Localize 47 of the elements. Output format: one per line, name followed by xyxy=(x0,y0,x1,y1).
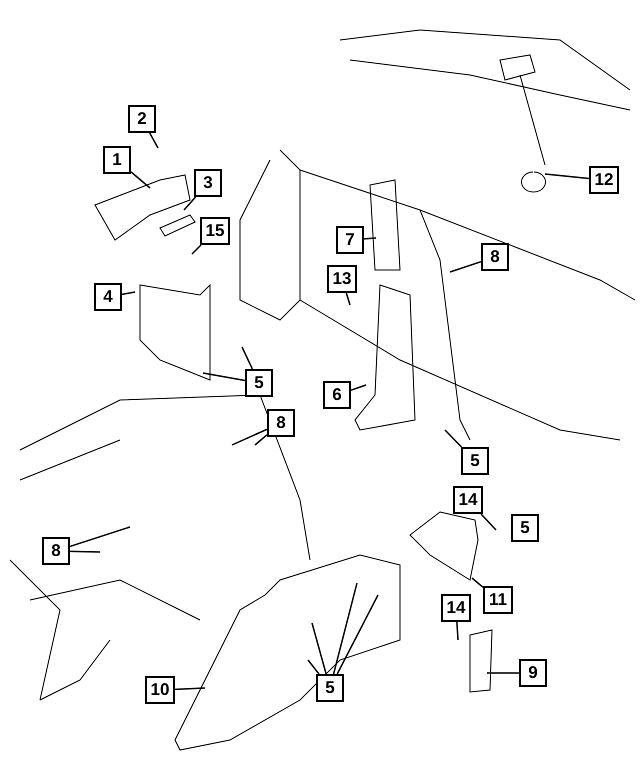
callout-number: 5 xyxy=(461,447,489,475)
callout-number: 13 xyxy=(327,265,357,293)
leader-line xyxy=(202,372,246,382)
leader-line xyxy=(174,687,206,690)
leader-line xyxy=(241,346,254,370)
leader-line xyxy=(450,260,482,273)
callout-number: 5 xyxy=(245,369,273,397)
leader-line xyxy=(480,513,497,531)
callout-number: 2 xyxy=(128,105,156,133)
leader-line xyxy=(346,292,351,306)
callout-number: 14 xyxy=(453,486,483,514)
callout-number: 9 xyxy=(519,659,547,687)
callout-number: 3 xyxy=(194,169,222,197)
leader-line xyxy=(70,526,130,548)
callout-number: 8 xyxy=(481,243,509,271)
leader-line xyxy=(364,237,376,240)
callout-number: 10 xyxy=(145,676,175,704)
leader-line xyxy=(336,594,379,674)
leader-line xyxy=(472,577,484,588)
leader-line xyxy=(544,173,590,180)
leader-line xyxy=(444,429,462,448)
leader-line xyxy=(332,582,358,674)
leader-line xyxy=(307,660,320,674)
leader-line xyxy=(350,384,366,391)
callout-number: 5 xyxy=(511,514,539,542)
callout-number: 12 xyxy=(589,166,619,194)
callout-number: 7 xyxy=(336,226,364,254)
callout-number: 14 xyxy=(441,594,471,622)
leader-line xyxy=(232,428,268,446)
leader-line xyxy=(122,291,136,296)
callout-number: 6 xyxy=(323,381,351,409)
leader-line xyxy=(149,132,159,148)
callout-number: 4 xyxy=(94,283,122,311)
callout-number: 15 xyxy=(200,217,230,245)
leader-line xyxy=(254,434,268,446)
callout-number: 5 xyxy=(316,674,344,702)
leader-line xyxy=(191,244,202,255)
leader-line xyxy=(487,672,519,674)
leader-line xyxy=(456,622,459,640)
callout-number: 11 xyxy=(483,586,513,614)
leader-line xyxy=(311,622,327,674)
leader-line xyxy=(130,171,150,189)
leader-line xyxy=(70,550,100,553)
leader-line xyxy=(183,196,196,210)
callout-number: 8 xyxy=(267,409,295,437)
callout-number: 8 xyxy=(42,537,70,565)
callout-number: 1 xyxy=(103,146,131,174)
